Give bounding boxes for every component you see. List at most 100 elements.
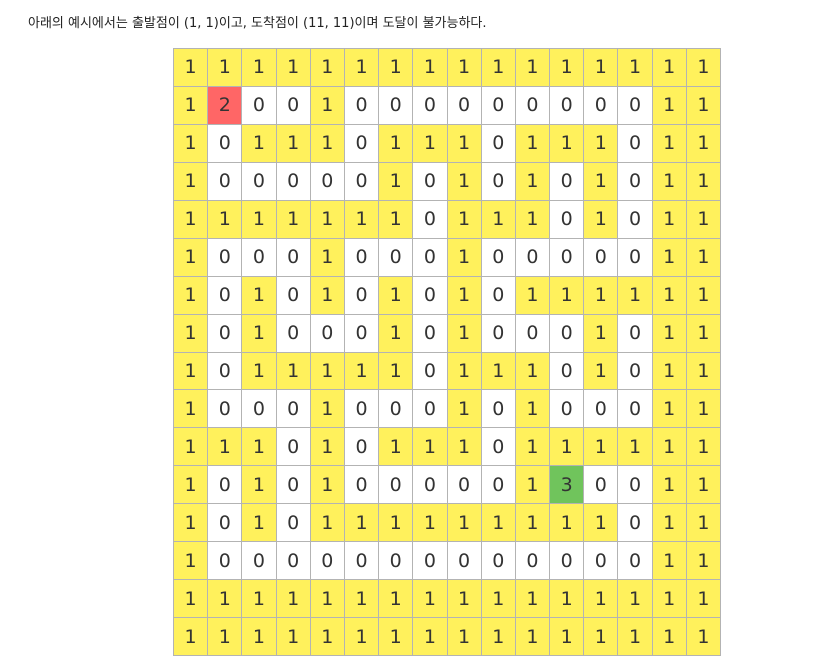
- maze-cell-wall: 1: [242, 466, 277, 505]
- maze-cell-end: 3: [550, 466, 585, 505]
- maze-cell-wall: 1: [686, 162, 721, 201]
- maze-cell-wall: 1: [686, 49, 721, 87]
- maze-cell-wall: 1: [686, 390, 721, 429]
- maze-cell-wall: 1: [447, 200, 482, 239]
- maze-cell-path: 0: [208, 124, 243, 163]
- maze-cell-path: 0: [379, 466, 414, 505]
- maze-cell-wall: 1: [550, 124, 585, 163]
- maze-cell-wall: 1: [174, 428, 209, 467]
- maze-cell-wall: 1: [550, 580, 585, 619]
- maze-cell-wall: 1: [686, 86, 721, 125]
- maze-cell-path: 0: [242, 162, 277, 201]
- maze-cell-wall: 1: [413, 618, 448, 656]
- maze-cell-wall: 1: [652, 86, 687, 125]
- maze-cell-path: 0: [481, 124, 516, 163]
- maze-cell-wall: 1: [310, 390, 345, 429]
- maze-cell-path: 0: [618, 86, 653, 125]
- maze-cell-wall: 1: [515, 428, 551, 467]
- maze-cell-path: 0: [550, 390, 585, 429]
- maze-cell-wall: 1: [515, 276, 551, 315]
- maze-cell-wall: 1: [584, 314, 619, 353]
- maze-cell-path: 0: [550, 86, 585, 125]
- maze-cell-wall: 1: [174, 238, 209, 277]
- maze-cell-wall: 1: [584, 162, 619, 201]
- maze-cell-path: 0: [276, 86, 311, 125]
- maze-cell-wall: 1: [584, 200, 619, 239]
- maze-cell-wall: 1: [550, 428, 585, 467]
- maze-cell-wall: 1: [652, 428, 687, 467]
- maze-cell-path: 0: [276, 466, 311, 505]
- maze-cell-wall: 1: [652, 49, 687, 87]
- maze-cell-path: 0: [276, 390, 311, 429]
- maze-cell-path: 0: [344, 428, 380, 467]
- maze-cell-wall: 1: [618, 428, 653, 467]
- maze-cell-wall: 1: [447, 428, 482, 467]
- maze-cell-wall: 1: [174, 124, 209, 163]
- maze-cell-wall: 1: [174, 466, 209, 505]
- maze-cell-wall: 1: [379, 162, 414, 201]
- maze-cell-wall: 1: [344, 49, 380, 87]
- maze-cell-wall: 1: [618, 49, 653, 87]
- maze-cell-path: 0: [481, 314, 516, 353]
- maze-cell-wall: 1: [242, 618, 277, 656]
- maze-cell-path: 0: [242, 542, 277, 581]
- maze-cell-wall: 1: [515, 352, 551, 391]
- maze-cell-path: 0: [550, 200, 585, 239]
- maze-cell-wall: 1: [174, 49, 209, 87]
- maze-cell-wall: 1: [242, 200, 277, 239]
- maze-cell-path: 0: [413, 238, 448, 277]
- maze-cell-wall: 1: [481, 200, 516, 239]
- maze-cell-wall: 1: [686, 124, 721, 163]
- maze-cell-wall: 1: [447, 238, 482, 277]
- maze-cell-wall: 1: [242, 352, 277, 391]
- maze-cell-path: 0: [618, 352, 653, 391]
- maze-cell-wall: 1: [447, 276, 482, 315]
- maze-cell-path: 0: [584, 466, 619, 505]
- maze-cell-wall: 1: [242, 504, 277, 543]
- maze-cell-path: 0: [618, 200, 653, 239]
- maze-cell-path: 0: [618, 542, 653, 581]
- maze-cell-path: 0: [344, 86, 380, 125]
- maze-cell-path: 0: [618, 504, 653, 543]
- maze-cell-path: 0: [413, 162, 448, 201]
- maze-cell-wall: 1: [310, 352, 345, 391]
- maze-cell-wall: 1: [652, 162, 687, 201]
- maze-cell-path: 0: [413, 352, 448, 391]
- maze-cell-wall: 1: [379, 49, 414, 87]
- maze-cell-path: 0: [379, 542, 414, 581]
- maze-cell-wall: 1: [447, 580, 482, 619]
- maze-cell-wall: 1: [174, 352, 209, 391]
- maze-cell-wall: 1: [379, 580, 414, 619]
- maze-cell-wall: 1: [344, 352, 380, 391]
- maze-cell-wall: 1: [515, 618, 551, 656]
- maze-cell-wall: 1: [618, 618, 653, 656]
- maze-cell-wall: 1: [481, 618, 516, 656]
- maze-cell-wall: 1: [344, 200, 380, 239]
- maze-cell-wall: 1: [515, 580, 551, 619]
- maze-cell-path: 0: [344, 390, 380, 429]
- maze-cell-wall: 1: [481, 580, 516, 619]
- maze-cell-wall: 1: [652, 200, 687, 239]
- maze-cell-wall: 1: [174, 314, 209, 353]
- maze-cell-wall: 1: [208, 200, 243, 239]
- maze-cell-path: 0: [413, 314, 448, 353]
- maze-cell-wall: 1: [481, 49, 516, 87]
- maze-cell-wall: 1: [652, 124, 687, 163]
- maze-cell-wall: 1: [652, 352, 687, 391]
- maze-cell-wall: 1: [310, 49, 345, 87]
- maze-cell-wall: 1: [686, 466, 721, 505]
- maze-cell-path: 0: [208, 314, 243, 353]
- maze-cell-wall: 1: [310, 200, 345, 239]
- maze-cell-path: 0: [276, 542, 311, 581]
- maze-cell-path: 0: [379, 86, 414, 125]
- maze-cell-wall: 1: [413, 49, 448, 87]
- maze-cell-wall: 1: [242, 276, 277, 315]
- maze-cell-path: 0: [242, 86, 277, 125]
- maze-cell-wall: 1: [447, 124, 482, 163]
- maze-cell-path: 0: [344, 542, 380, 581]
- maze-cell-wall: 1: [686, 200, 721, 239]
- maze-cell-wall: 1: [652, 504, 687, 543]
- maze-cell-wall: 1: [652, 466, 687, 505]
- maze-cell-wall: 1: [515, 49, 551, 87]
- maze-cell-path: 0: [550, 162, 585, 201]
